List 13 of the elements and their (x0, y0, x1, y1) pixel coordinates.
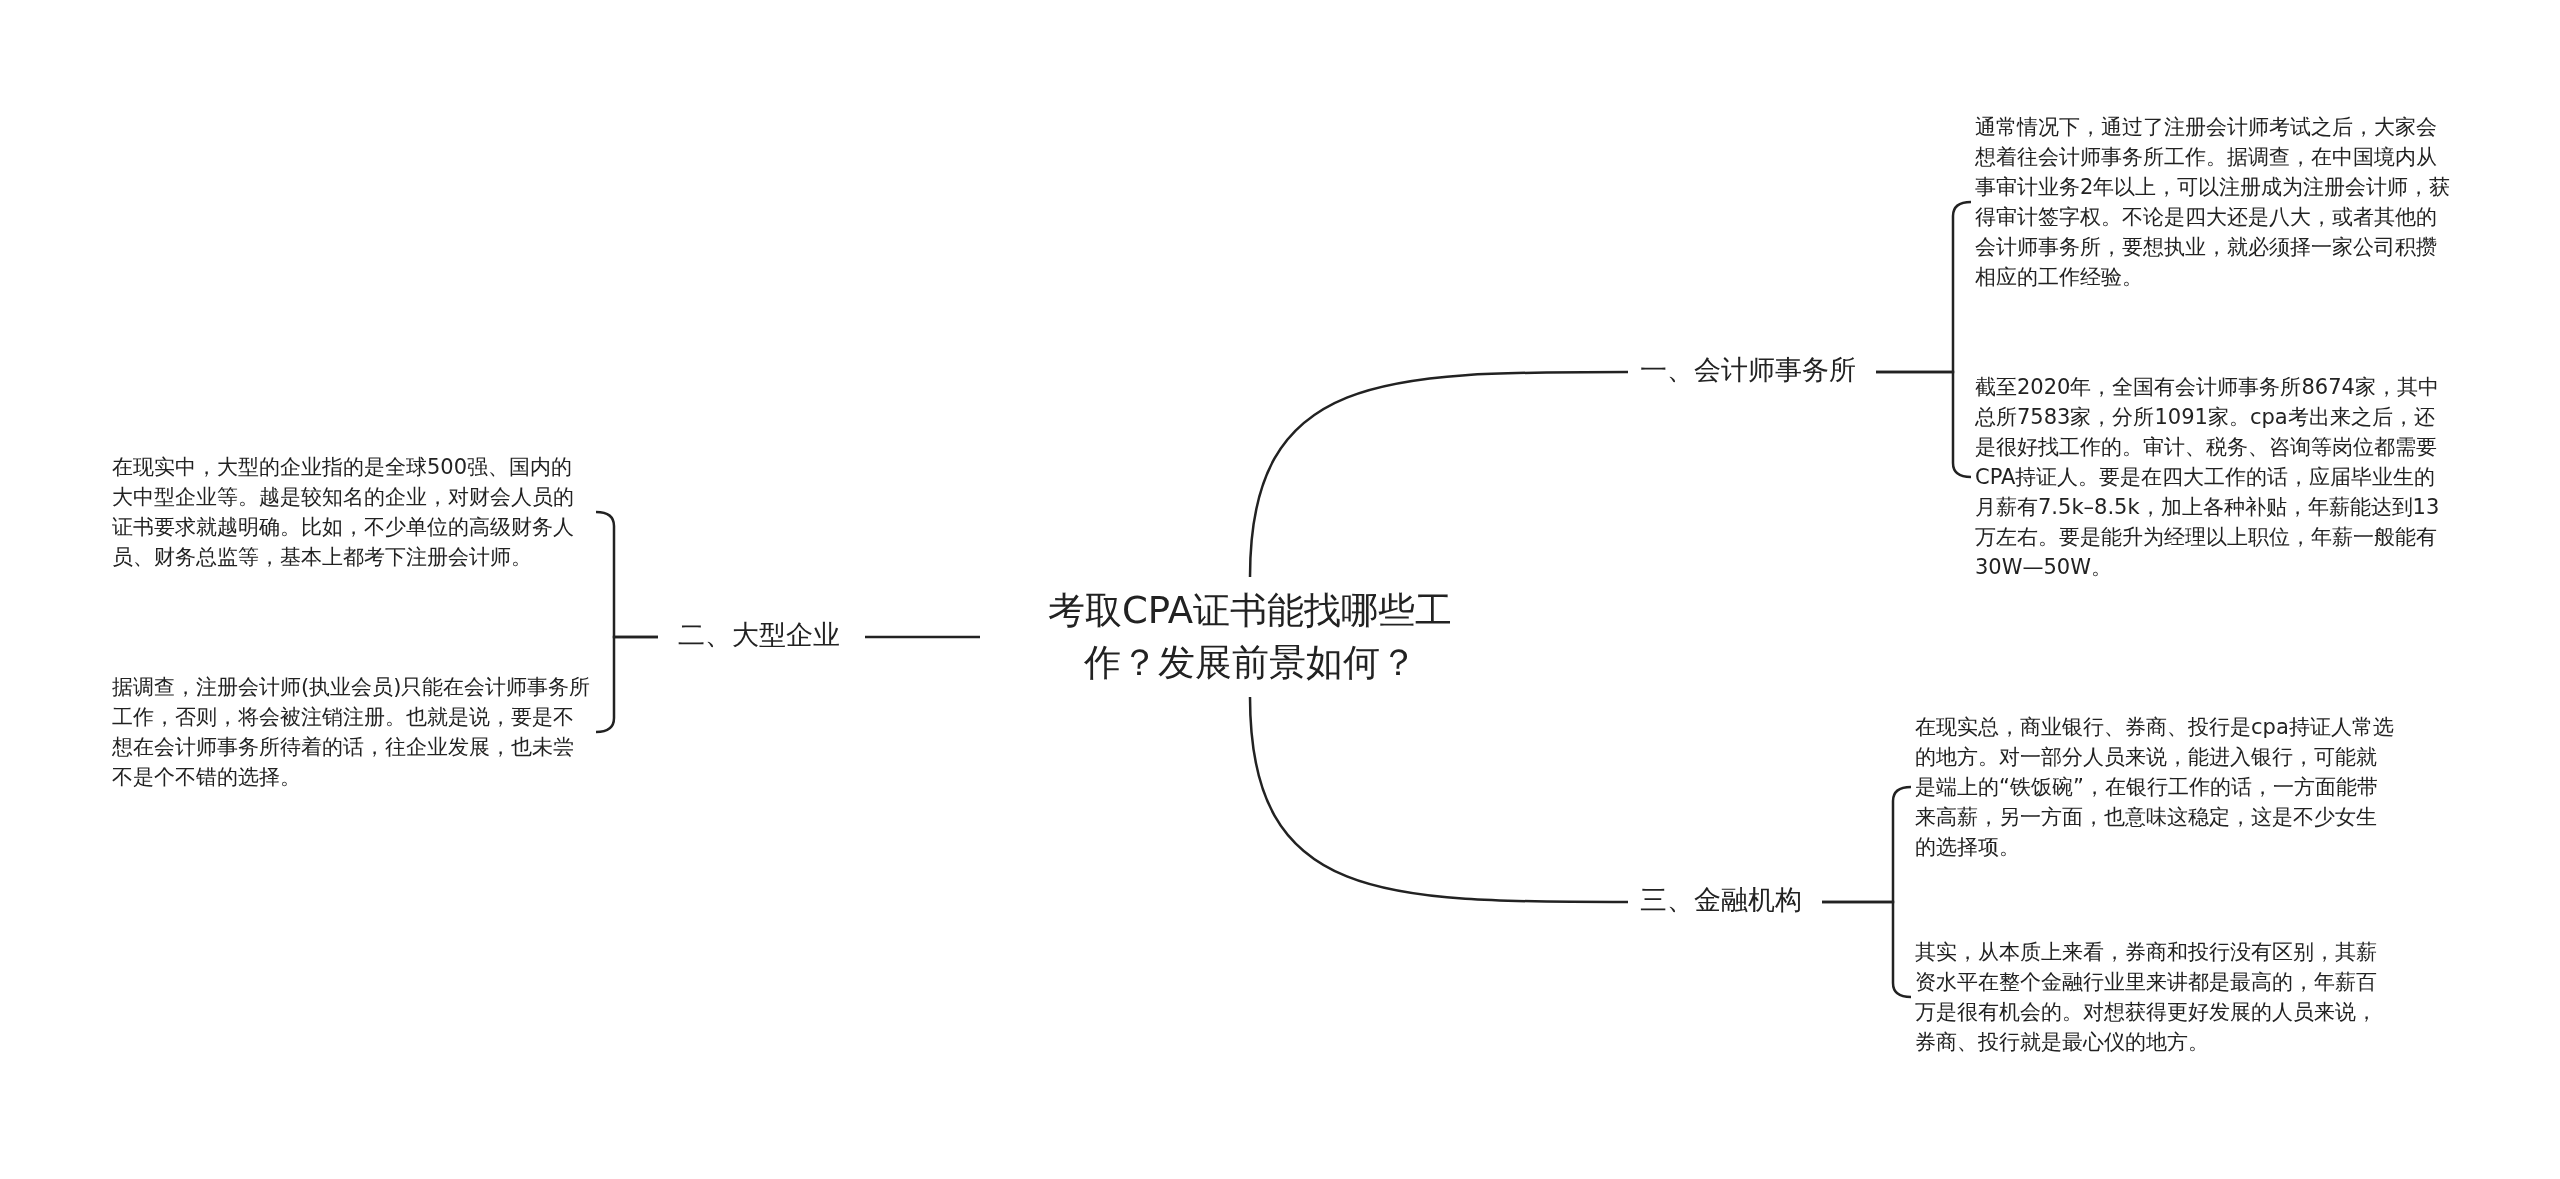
branch-topic: 一、会计师事务所 (1640, 352, 1856, 388)
note-text: 通常情况下，通过了注册会计师考试之后，大家会想着往会计师事务所工作。据调查，在中国境内从事审计业务2年以上，可以注册成为注册会计师，获得审计签字权。不论是四大还是八大，或者其他的会计师事务所，要想执业，就必须择一家公司积攒相应的工作经验。 (1975, 112, 2455, 292)
branch-connector (1248, 696, 1628, 904)
central-topic: 考取CPA证书能找哪些工作？发展前景如何？ (1020, 585, 1480, 689)
branch-connector (865, 635, 980, 639)
branch-topic: 三、金融机构 (1640, 882, 1802, 918)
note-text: 在现实中，大型的企业指的是全球500强、国内的大中型企业等。越是较知名的企业，对财会人员的证书要求就越明确。比如，不少单位的高级财务人员、财务总监等，基本上都考下注册会计师。 (112, 452, 592, 572)
note-text: 在现实总，商业银行、券商、投行是cpa持证人常选的地方。对一部分人员来说，能进入银行，可能就是端上的“铁饭碗”，在银行工作的话，一方面能带来高薪，另一方面，也意味这稳定，这是不少女生的选择项。 (1915, 712, 2395, 862)
branch-topic: 二、大型企业 (678, 617, 840, 653)
note-text: 据调查，注册会计师(执业会员)只能在会计师事务所工作，否则，将会被注销注册。也就是说，要是不想在会计师事务所待着的话，往企业发展，也未尝不是个不错的选择。 (112, 672, 592, 792)
note-text: 其实，从本质上来看，券商和投行没有区别，其薪资水平在整个金融行业里来讲都是最高的，年薪百万是很有机会的。对想获得更好发展的人员来说，券商、投行就是最心仪的地方。 (1915, 937, 2395, 1057)
branch-connector (1248, 370, 1628, 578)
note-text: 截至2020年，全国有会计师事务所8674家，其中总所7583家，分所1091家。cpa考出来之后，还是很好找工作的。审计、税务、咨询等岗位都需要CPA持证人。要是在四大工作的话，应届毕业生的月薪有7.5k–8.5k，加上各种补贴，年薪能达到13万左右。要是能升为经理以上职位，年薪一般能有30W—50W。 (1975, 372, 2455, 582)
